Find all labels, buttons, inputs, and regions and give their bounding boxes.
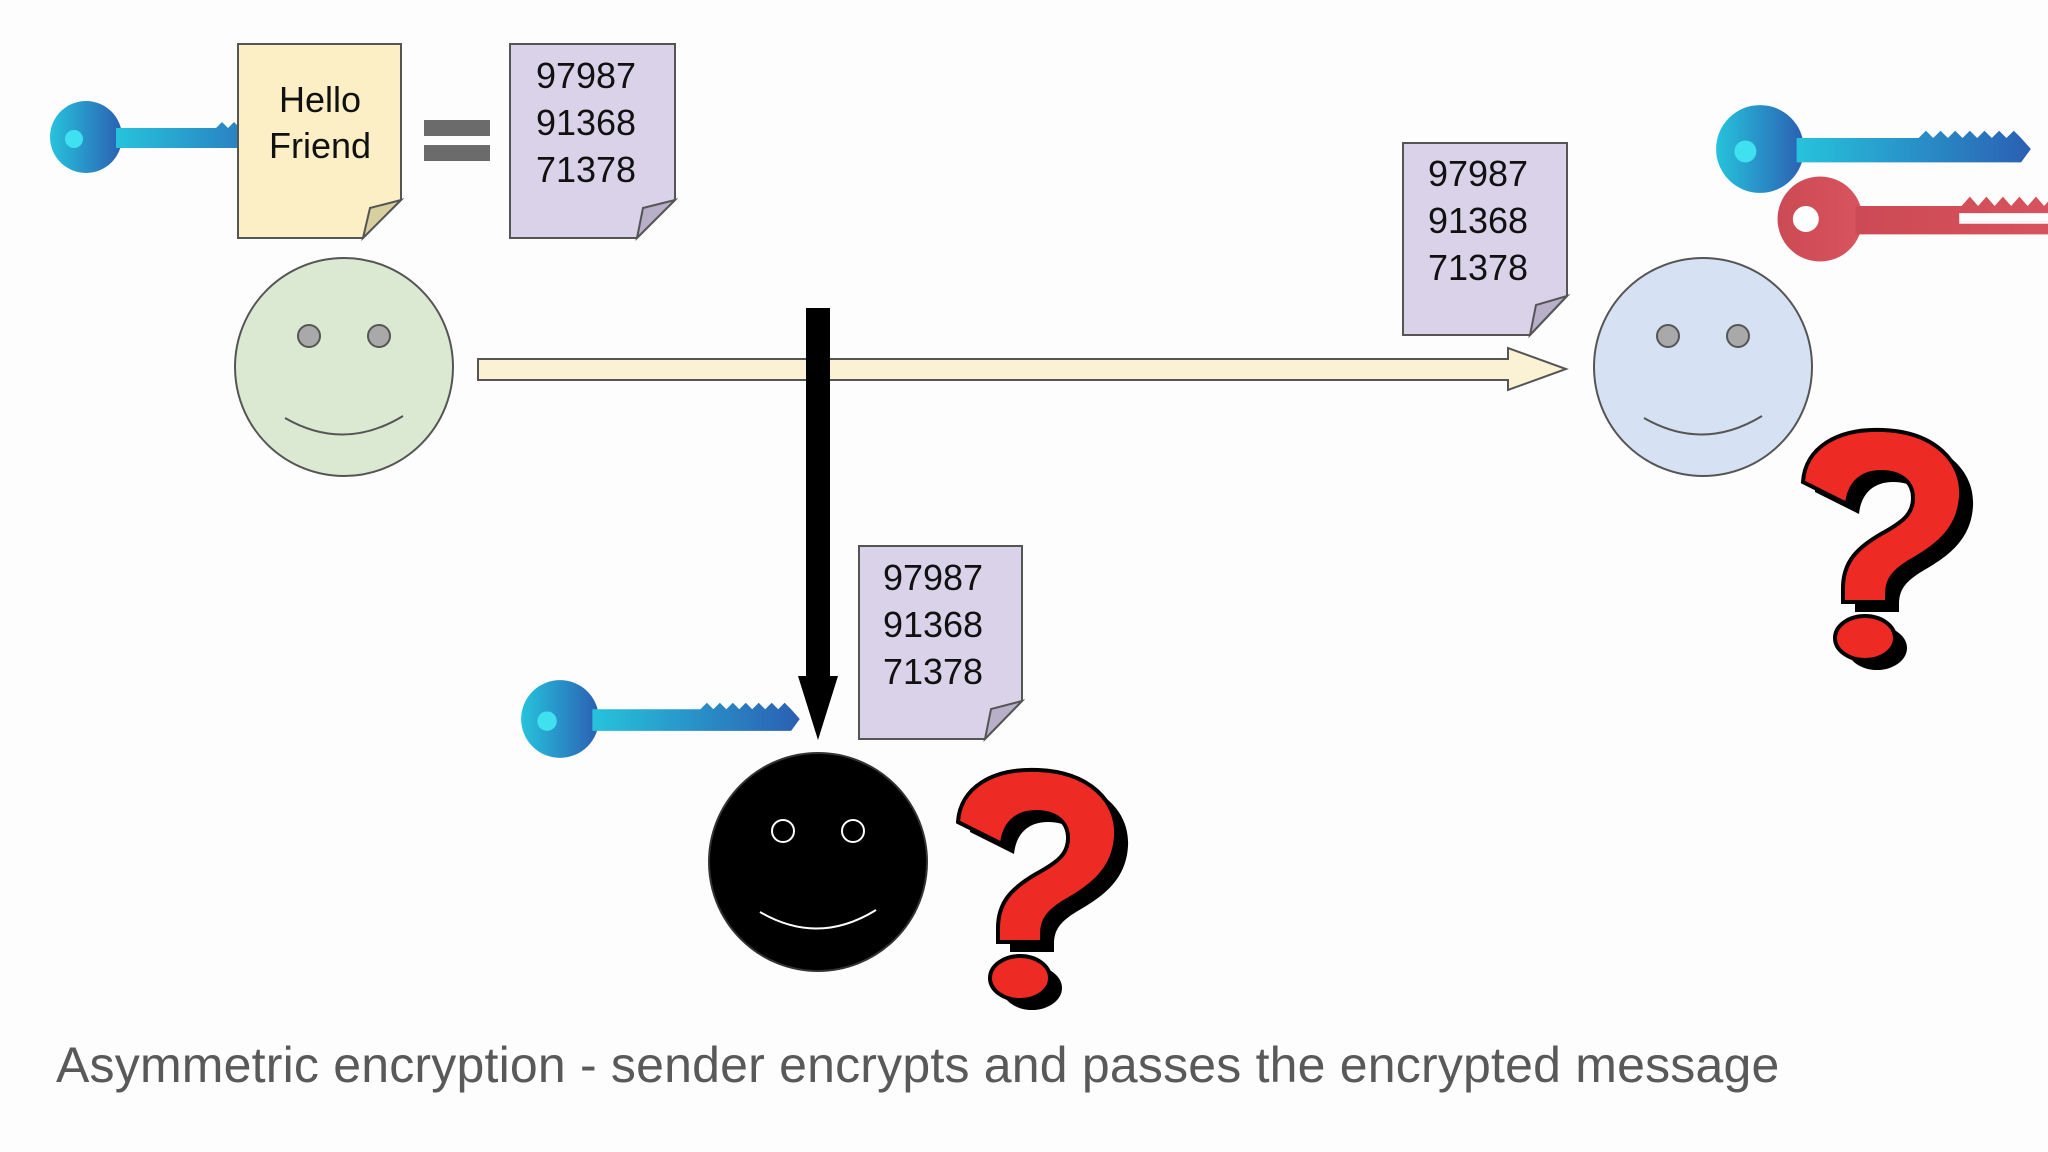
slide-caption: Asymmetric encryption - sender encrypts … <box>56 1037 1780 1093</box>
plaintext-line-1: Hello <box>279 79 361 120</box>
cipher-line-2: 91368 <box>536 102 636 143</box>
equals-sign-icon <box>424 120 490 161</box>
eavesdropper-question-mark-icon <box>956 767 1129 1010</box>
ciphertext-note-sender: 97987 91368 71378 <box>509 43 679 242</box>
transfer-arrow <box>477 346 1569 392</box>
cipher-line-3: 71378 <box>883 651 983 692</box>
plaintext-line-2: Friend <box>269 125 371 166</box>
cipher-line-2: 91368 <box>883 604 983 645</box>
cipher-line-1: 97987 <box>536 55 636 96</box>
receiver-private-key-icon <box>1777 176 2048 262</box>
cipher-line-3: 71378 <box>1428 247 1528 288</box>
receiver-face <box>1593 257 1813 477</box>
receiver-public-key-icon <box>1716 105 2031 193</box>
interception-arrow <box>798 308 838 740</box>
cipher-line-3: 71378 <box>536 149 636 190</box>
plaintext-note: Hello Friend <box>237 43 405 242</box>
ciphertext-note-eavesdropper: 97987 91368 71378 <box>858 545 1026 743</box>
eavesdropper-face <box>708 752 928 972</box>
eavesdropper-public-key-icon <box>521 680 800 758</box>
receiver-question-mark-icon <box>1801 427 1974 670</box>
ciphertext-note-receiver: 97987 91368 71378 <box>1402 142 1571 339</box>
cipher-line-2: 91368 <box>1428 200 1528 241</box>
cipher-line-1: 97987 <box>1428 153 1528 194</box>
cipher-line-1: 97987 <box>883 557 983 598</box>
sender-face <box>234 257 454 477</box>
